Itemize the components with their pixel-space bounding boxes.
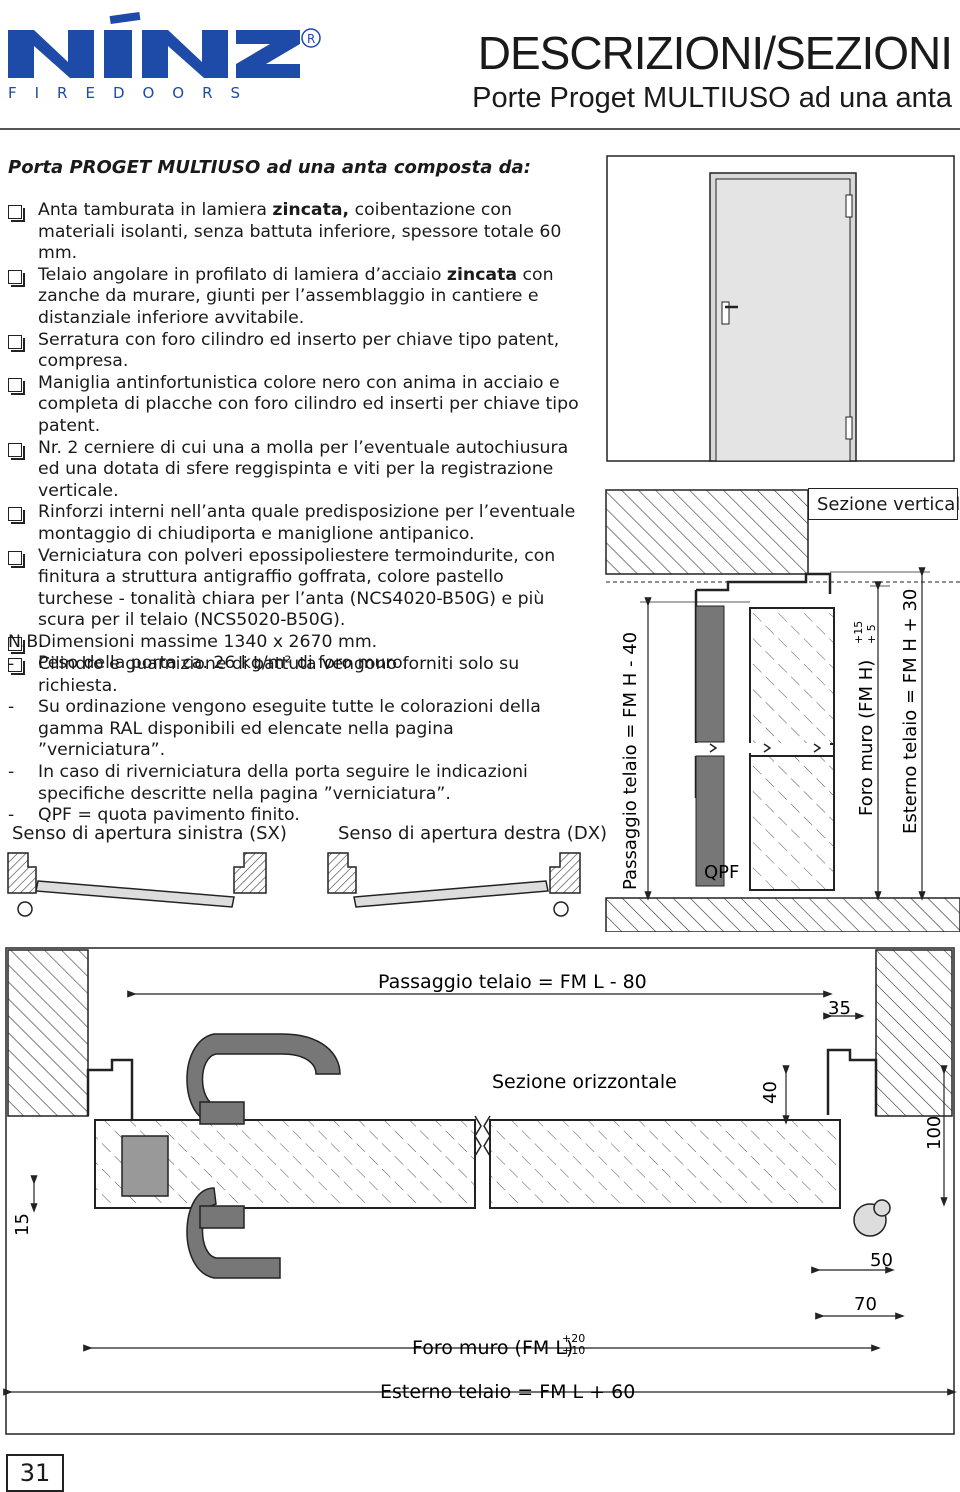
frame-profile-bottom	[695, 755, 725, 887]
checkbox-bullet-icon	[8, 269, 25, 287]
nb-title: N.B.	[8, 632, 44, 652]
wall-right-icon	[233, 852, 267, 894]
vsec-dim-wall-tol-top: +15	[852, 621, 865, 644]
frame-profile-top	[695, 605, 725, 743]
intro-heading: Porta PROGET MULTIUSO ad una anta compos…	[8, 157, 531, 178]
vsec-dim-passage: Passaggio telaio = FM H - 40	[620, 632, 641, 890]
wall-left-icon	[7, 852, 37, 894]
page-number: 31	[6, 1454, 64, 1492]
opening-right-label: Senso di apertura destra (DX)	[338, 823, 608, 844]
checkbox-bullet-icon	[8, 205, 25, 222]
vsec-dim-wall-tol-bottom: + 5	[865, 624, 878, 644]
hinge-top-icon	[845, 194, 853, 218]
checkbox-bullet-icon	[8, 550, 25, 568]
notes-list: -Cilindro e guarnizione di battuta vengo…	[8, 654, 580, 827]
feature-item: Dimensioni massime 1340 x 2670 mm.	[8, 632, 580, 654]
page-title: DESCRIZIONI/SEZIONI	[477, 27, 953, 79]
opening-left-label: Senso di apertura sinistra (SX)	[12, 823, 287, 844]
feature-item: Nr. 2 cerniere di cui una a molla per l’…	[8, 438, 580, 503]
header-divider	[0, 128, 960, 130]
door-leaf-right-icon	[353, 880, 549, 908]
door-leaf-section-top	[749, 607, 835, 745]
hinge-icon	[853, 1199, 891, 1237]
door-leaf-left-icon	[35, 880, 235, 908]
vsec-dim-outer: Esterno telaio = FM H + 30	[900, 589, 921, 834]
page-subtitle: Porte Proget MULTIUSO ad una anta	[472, 82, 952, 114]
feature-item: Verniciatura con polveri epossipoliester…	[8, 546, 580, 632]
note-item: -QPF = quota pavimento finito.	[8, 805, 300, 826]
hsec-dim-wall-tol-top: +20	[562, 1332, 585, 1345]
checkbox-bullet-icon	[8, 507, 25, 525]
vsec-qpf: QPF	[704, 862, 739, 883]
door-leaf-section-bottom	[749, 755, 835, 891]
vertical-section-title: Sezione verticale	[817, 494, 960, 515]
hsec-title: Sezione orizzontale	[492, 1071, 677, 1093]
feature-item: Peso della porta ca. 26 kg/m² di foro mu…	[8, 653, 580, 676]
hsec-dim-wall: Foro muro (FM L)	[412, 1337, 573, 1359]
note-item: -Su ordinazione vengono eseguite tutte l…	[8, 697, 541, 761]
feature-item: Telaio angolare in profilato di lamiera …	[8, 265, 580, 330]
hsec-leaf-right	[489, 1119, 841, 1209]
brand-subtitle: FIREDOORS	[8, 84, 259, 102]
door-elevation	[606, 155, 955, 462]
feature-item: Anta tamburata in lamiera zincata, coibe…	[8, 200, 580, 265]
svg-text:R: R	[307, 32, 315, 46]
hsec-dim-passage: Passaggio telaio = FM L - 80	[378, 971, 647, 993]
feature-item: Rinforzi interni nell’anta quale predisp…	[8, 502, 580, 545]
hsec-d100: 100	[924, 1116, 945, 1150]
handle-icon	[721, 301, 738, 325]
checkbox-bullet-icon	[8, 636, 25, 654]
feature-item: Serratura con foro cilindro ed inserto p…	[8, 330, 580, 373]
feature-list: Anta tamburata in lamiera zincata, coibe…	[8, 200, 580, 676]
door-leaf	[715, 178, 851, 462]
checkbox-bullet-icon	[8, 658, 25, 676]
vsec-dim-wall: Foro muro (FM H)	[856, 660, 877, 816]
hsec-dim-outer: Esterno telaio = FM L + 60	[380, 1381, 635, 1403]
hsec-d15: 15	[12, 1213, 33, 1236]
ninz-logo: R	[8, 11, 321, 78]
feature-item: Maniglia antinfortunistica colore nero c…	[8, 373, 580, 438]
hsec-d40: 40	[760, 1081, 781, 1104]
note-item: -In caso di riverniciatura della porta s…	[8, 761, 528, 804]
hsec-d50: 50	[870, 1250, 893, 1271]
hinge-bottom-icon	[845, 416, 853, 440]
hsec-d70: 70	[854, 1294, 877, 1315]
hsec-d35: 35	[828, 998, 851, 1019]
hsec-dim-wall-tol-bottom: +10	[562, 1344, 585, 1357]
horizontal-section: Passaggio telaio = FM L - 80 Sezione ori…	[3, 947, 957, 1435]
checkbox-bullet-icon	[8, 377, 25, 395]
checkbox-bullet-icon	[8, 334, 25, 352]
opening-diagrams	[7, 852, 581, 917]
vertical-section: Passaggio telaio = FM H - 40 Foro muro (…	[605, 489, 960, 932]
note-item: -Cilindro e guarnizione di battuta vengo…	[8, 654, 520, 696]
handle-icon	[121, 1033, 341, 1279]
checkbox-bullet-icon	[8, 442, 25, 460]
